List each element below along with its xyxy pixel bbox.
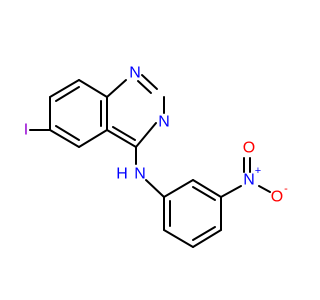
nitro-o-charge: - bbox=[284, 183, 288, 195]
bond bbox=[106, 129, 137, 148]
bond bbox=[163, 229, 194, 248]
atom-labels: I N N N H N + O O - bbox=[24, 65, 288, 206]
bond bbox=[112, 126, 136, 141]
nitro-o-right-label: O bbox=[271, 189, 283, 206]
bond bbox=[137, 80, 152, 94]
bond bbox=[135, 122, 157, 148]
bond bbox=[145, 179, 165, 198]
bond bbox=[192, 186, 216, 201]
molecule-svg: I N N N H N + O O - bbox=[24, 65, 288, 248]
structure-diagram: I N N N H N + O O - bbox=[24, 65, 288, 248]
bond bbox=[78, 129, 108, 148]
bond bbox=[78, 79, 108, 98]
n3-label: N bbox=[158, 114, 170, 131]
amine-n-label: N bbox=[134, 166, 146, 183]
n1-label: N bbox=[129, 65, 141, 82]
bonds bbox=[29, 74, 271, 248]
nitro-n-charge: + bbox=[255, 165, 261, 177]
bond bbox=[192, 179, 222, 198]
bond bbox=[49, 79, 80, 98]
bond bbox=[106, 79, 127, 98]
bond bbox=[192, 229, 222, 248]
bond bbox=[55, 86, 80, 102]
bond bbox=[192, 226, 216, 241]
bond bbox=[141, 74, 158, 90]
bond bbox=[55, 125, 80, 141]
bond bbox=[258, 185, 271, 193]
bond bbox=[220, 185, 242, 198]
bond bbox=[163, 179, 194, 198]
bond bbox=[49, 129, 80, 148]
nitro-o-top-label: O bbox=[243, 140, 255, 157]
nitro-n-label: N bbox=[243, 172, 255, 189]
amine-h-label: H bbox=[116, 166, 128, 183]
iodine-label: I bbox=[24, 122, 28, 139]
